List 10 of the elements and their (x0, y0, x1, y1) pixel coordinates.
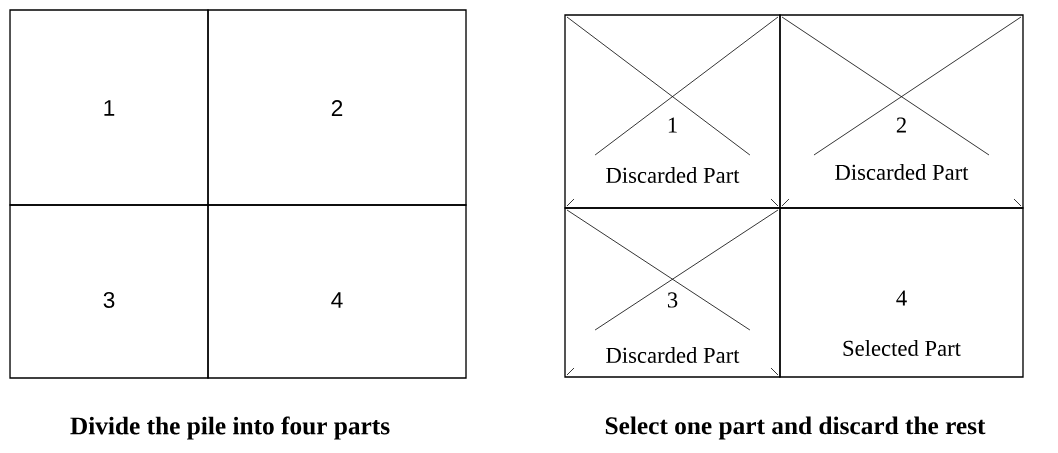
grid-cell: 1 Discarded Part (564, 14, 781, 209)
grid-cell: 1 (9, 9, 209, 206)
grid-cell: 3 Discarded Part (564, 207, 781, 378)
grid-cell: 4 (207, 204, 467, 379)
caption: Divide the pile into four parts (70, 416, 390, 440)
grid-cell: 2 (207, 9, 467, 206)
grid-cell: 2 Discarded Part (779, 14, 1024, 209)
grid-cell: 3 (9, 204, 209, 379)
grid-cell: 4 Selected Part (779, 207, 1024, 378)
caption: Select one part and discard the rest (605, 416, 986, 440)
